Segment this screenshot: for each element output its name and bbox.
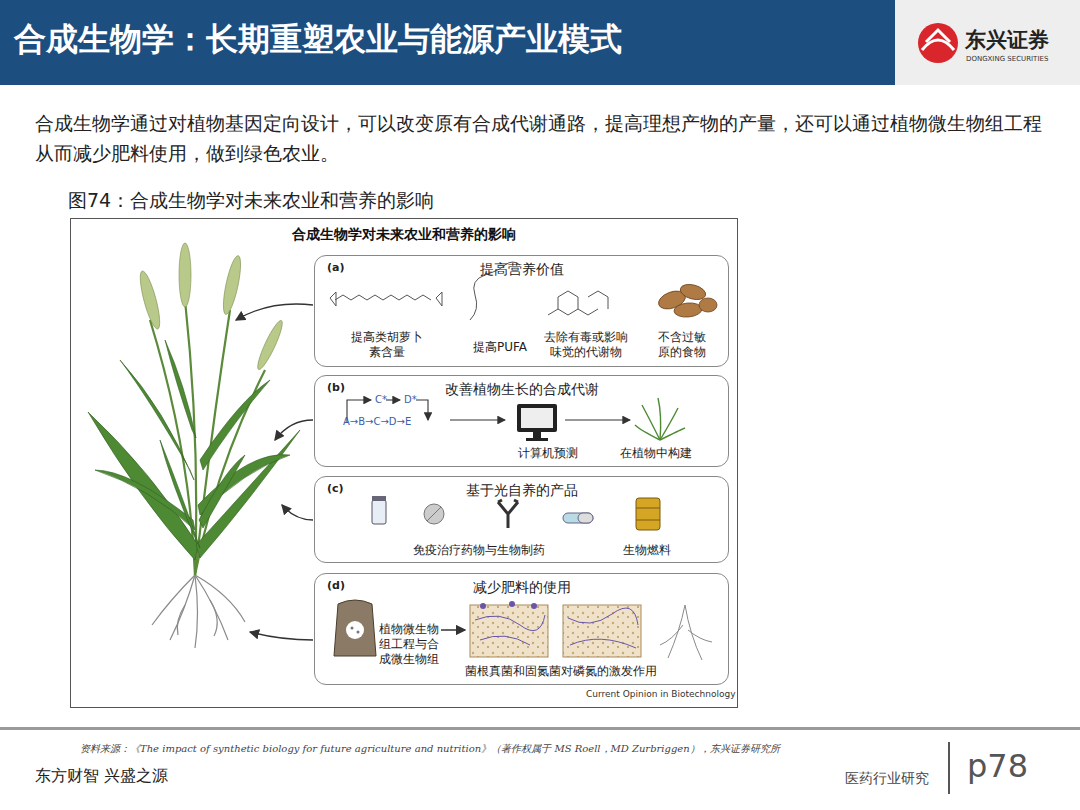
box-heading: 提高营养价值 [355, 261, 688, 279]
panel-letter: (a) [327, 261, 344, 274]
label-text: 植物微生物组工程与合成微生物组 [377, 621, 441, 668]
label-text: 生物燃料 [623, 543, 671, 558]
panel-box: (c) 基于光自养的产品免疫治疗药物与生物制药 生物燃料 [314, 476, 729, 563]
label-text: 计算机预测 [518, 446, 578, 461]
panel-letter: (c) [327, 482, 344, 495]
label-text: 菌根真菌和固氮菌对磷氮的激发作用 [465, 664, 657, 679]
label-text: 合成生物学通过对植物基因定向设计，可以改变原有合成代谢通路，提高理想产物的产量，… [35, 108, 1047, 168]
label-text: 东方财智 兴盛之源 [35, 766, 168, 786]
label-text: 提高类胡萝卜素含量 [347, 330, 427, 360]
label-text: 免疫治疗药物与生物制药 [413, 543, 545, 558]
label-text: Current Opinion in Biotechnology [586, 689, 735, 700]
header-title: 合成生物学：长期重塑农业与能源产业模式 [14, 18, 622, 62]
label-text: 资料来源：《The impact of synthetic biology fo… [80, 743, 930, 756]
panel-box: (d) 减少肥料的使用植物微生物组工程与合成微生物组菌根真菌和固氮菌对磷氮的激发作… [314, 573, 729, 685]
panel-letter: (d) [327, 579, 345, 592]
panel-box: (b)改善植物生长的合成代谢C*D*A→B→C→D→E计算机预测在植物中构建 [314, 375, 729, 467]
label-text: D* [404, 394, 417, 407]
panel-letter: (b) [327, 381, 345, 394]
label-text: p78 [967, 746, 1028, 786]
label-text: 医药行业研究 [845, 770, 929, 788]
label-text: 提高PUFA [460, 340, 540, 355]
figure-frame: 合成生物学对未来农业和营养的影响 (a) 提高营养价值提高类胡萝卜素含量 提高PUFA… [70, 218, 738, 708]
label-text: 在植物中构建 [620, 446, 692, 461]
box-heading: 基于光自养的产品 [355, 482, 688, 500]
label-text: A→B→C→D→E [343, 416, 411, 429]
label-text: C* [375, 394, 387, 407]
label-text: 不含过敏原的食物 [655, 330, 709, 360]
panel-box: (a) 提高营养价值提高类胡萝卜素含量 提高PUFA去除有毒或影响味觉的代谢物不含过… [314, 255, 729, 367]
label-text: 东兴证券 [965, 27, 1049, 53]
label-text: 去除有毒或影响味觉的代谢物 [541, 330, 631, 360]
figure-caption: 图74：合成生物学对未来农业和营养的影响 [68, 188, 434, 214]
box-heading: 合成生物学对未来农业和营养的影响 [71, 226, 737, 244]
box-heading: 减少肥料的使用 [355, 579, 688, 597]
label-text: DONGXING SECURITIES [966, 55, 1048, 64]
